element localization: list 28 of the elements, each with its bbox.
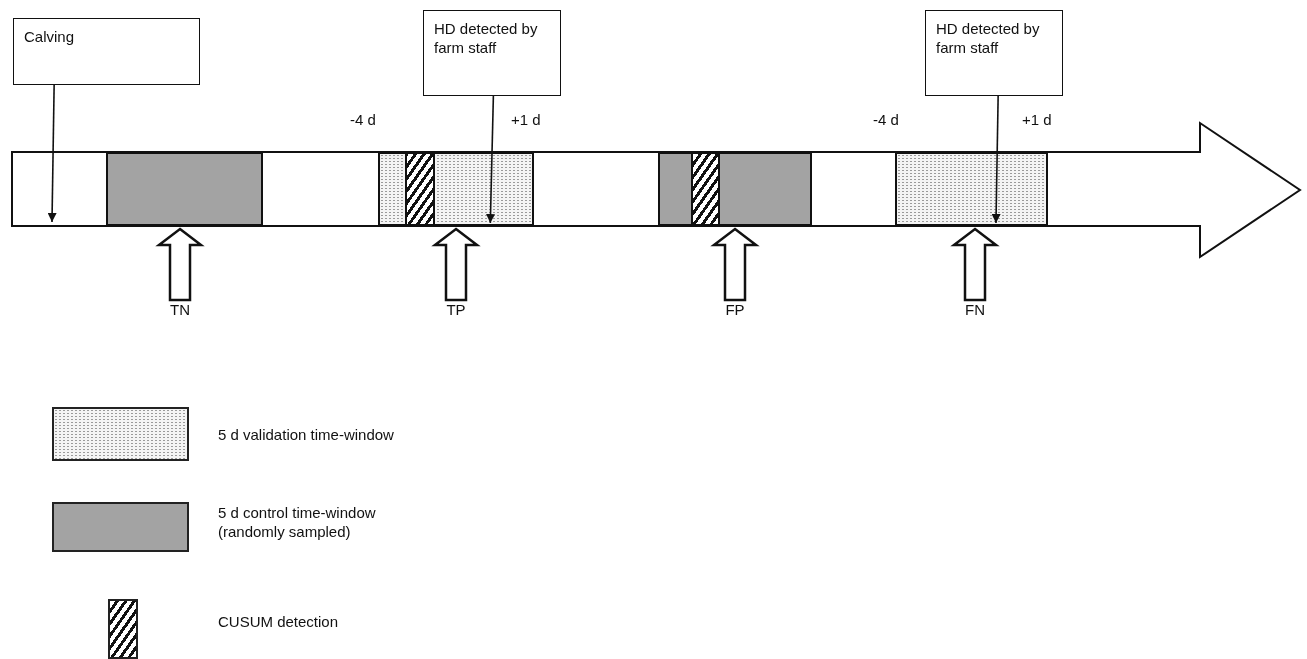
legend-label: 5 d validation time-window (218, 425, 395, 444)
event-box (423, 10, 561, 96)
event-box (13, 18, 200, 85)
event-label: Calving (24, 27, 75, 46)
hollow-arrow (950, 227, 1000, 302)
outcome-label: TN (160, 300, 200, 320)
control-window (106, 152, 263, 226)
legend-label: 5 d control time-window (randomly sampled) (218, 503, 377, 541)
outcome-label: TP (436, 300, 476, 320)
event-label: HD detected by farm staff (434, 19, 539, 57)
event-box (925, 10, 1063, 96)
time-offset-label: +1 d (1022, 110, 1052, 129)
pointer-arrow (991, 95, 1001, 224)
outcome-label: FN (955, 300, 995, 320)
time-offset-label: +1 d (511, 110, 541, 129)
hollow-arrow (431, 227, 481, 302)
pointer-arrow (486, 95, 496, 224)
pointer-arrow (47, 84, 57, 223)
time-offset-label: -4 d (350, 110, 376, 129)
detection-bar (691, 154, 720, 224)
hollow-arrow (710, 227, 760, 302)
event-label: HD detected by farm staff (936, 19, 1041, 57)
hollow-arrow (155, 227, 205, 302)
outcome-label: FP (715, 300, 755, 320)
time-offset-label: -4 d (873, 110, 899, 129)
control-window (658, 152, 812, 226)
legend-label: CUSUM detection (218, 612, 340, 631)
detection-bar (405, 154, 435, 224)
